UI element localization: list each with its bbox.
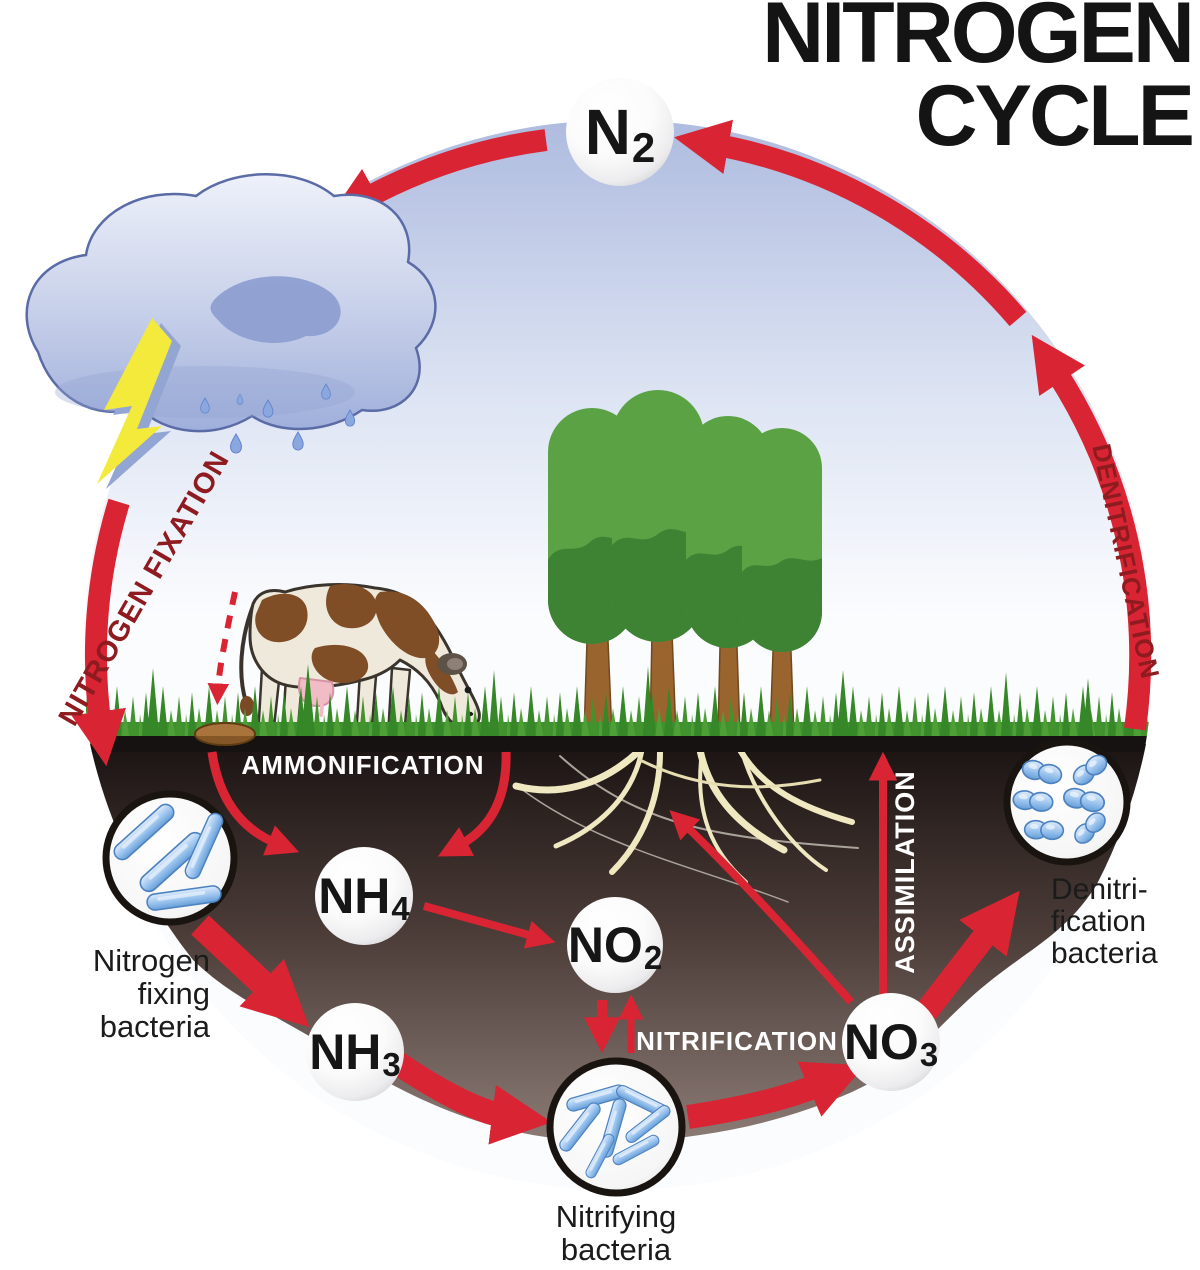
nitrifying-bacteria-label: Nitrifying bacteria bbox=[492, 1200, 740, 1266]
nh3-to-nitrifying-arrow bbox=[389, 1052, 552, 1145]
nitrogen-fixation-arrow bbox=[71, 498, 130, 767]
dung-pile bbox=[194, 722, 256, 746]
no2-subscript: 2 bbox=[643, 939, 663, 976]
no2-sphere bbox=[567, 897, 663, 993]
nh4-symbol: NH bbox=[318, 868, 391, 924]
nf-label-line3: bacteria bbox=[99, 1009, 210, 1045]
page-title: NITROGEN CYCLE bbox=[762, 0, 1195, 165]
grass bbox=[84, 664, 1152, 752]
arc-n2-to-cloud-arrow bbox=[327, 129, 548, 220]
den-label-line3: bacteria bbox=[1051, 937, 1158, 971]
no3-to-denitrifying-arrow bbox=[916, 890, 1020, 1020]
ground-line bbox=[84, 736, 1152, 752]
nitrogen-fixing-bacteria-label: Nitrogen fixing bacteria bbox=[18, 943, 210, 1045]
title-line-2: CYCLE bbox=[915, 68, 1195, 165]
assimilation-label: ASSIMILATION bbox=[890, 770, 920, 974]
nitrification-label: NITRIFICATION bbox=[636, 1026, 838, 1056]
denitrification-arrow bbox=[1031, 334, 1152, 731]
n2-symbol: N bbox=[584, 96, 631, 168]
trees bbox=[548, 390, 822, 737]
nit-label-line1: Nitrifying bbox=[555, 1199, 677, 1234]
ammonification-left-arrow bbox=[207, 751, 300, 856]
lightning-bolt bbox=[97, 318, 181, 489]
nf-label-line1: Nitrogen bbox=[92, 943, 210, 978]
n2-sphere bbox=[566, 78, 674, 186]
cycle-arrows bbox=[71, 119, 1152, 1145]
nitrifying-bacteria-circle bbox=[546, 1057, 686, 1197]
nh3-sphere bbox=[306, 1003, 404, 1101]
nh3-symbol: NH bbox=[309, 1024, 382, 1080]
nh4-to-no2-arrow bbox=[422, 902, 556, 949]
no3-to-roots-arrow bbox=[669, 810, 855, 1005]
denitrification-bacteria-label: Denitri- fication bacteria bbox=[1051, 873, 1200, 971]
n2-subscript: 2 bbox=[631, 124, 656, 171]
den-label-line2: fication bbox=[1051, 905, 1147, 939]
title-line-1: NITROGEN bbox=[762, 0, 1195, 81]
ammonification-right-arrow bbox=[437, 751, 511, 857]
no3-sphere bbox=[842, 993, 940, 1091]
nitrifying-to-no3-arrow bbox=[686, 1061, 865, 1129]
nf-label-line2: fixing bbox=[137, 976, 210, 1012]
nh4-sphere bbox=[315, 847, 413, 945]
rain-cloud bbox=[25, 173, 437, 489]
bacteria-to-nh3-arrow bbox=[191, 915, 310, 1028]
nh4-subscript: 4 bbox=[391, 890, 410, 927]
arc-to-n2-arrow bbox=[674, 119, 1027, 327]
no2-symbol: NO bbox=[567, 917, 643, 973]
cow-waste-dashed-arrow bbox=[207, 591, 238, 706]
nitrogen-fixing-bacteria-circle bbox=[102, 790, 238, 926]
ammonification-label: AMMONIFICATION bbox=[241, 750, 485, 780]
nit-label-line2: bacteria bbox=[560, 1232, 672, 1268]
nh3-subscript: 3 bbox=[382, 1046, 401, 1083]
den-label-line1: Denitri- bbox=[1051, 873, 1148, 906]
no3-subscript: 3 bbox=[919, 1036, 939, 1073]
no3-symbol: NO bbox=[843, 1014, 919, 1070]
denitrification-bacteria-circle bbox=[1003, 738, 1131, 866]
